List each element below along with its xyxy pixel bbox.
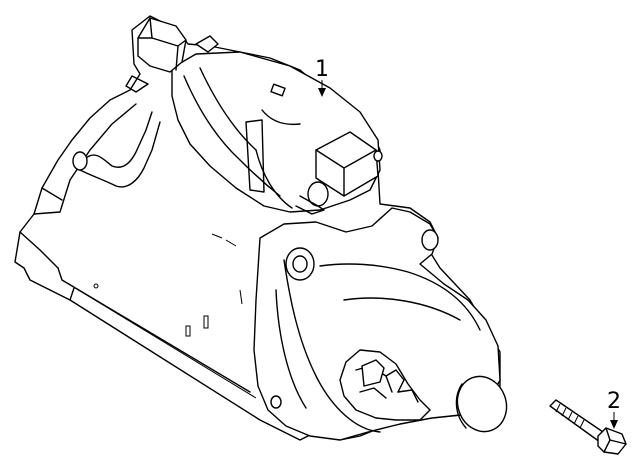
callout-1-arrow-icon [318, 88, 326, 97]
starter-motor [14, 15, 508, 441]
callout-2-label: 2 [607, 389, 621, 414]
callout-1: 1 [315, 57, 329, 97]
callout-2-arrow-icon [610, 420, 618, 429]
mounting-bolt [549, 399, 627, 455]
callout-1-label: 1 [315, 57, 329, 82]
callout-2: 2 [607, 389, 621, 429]
